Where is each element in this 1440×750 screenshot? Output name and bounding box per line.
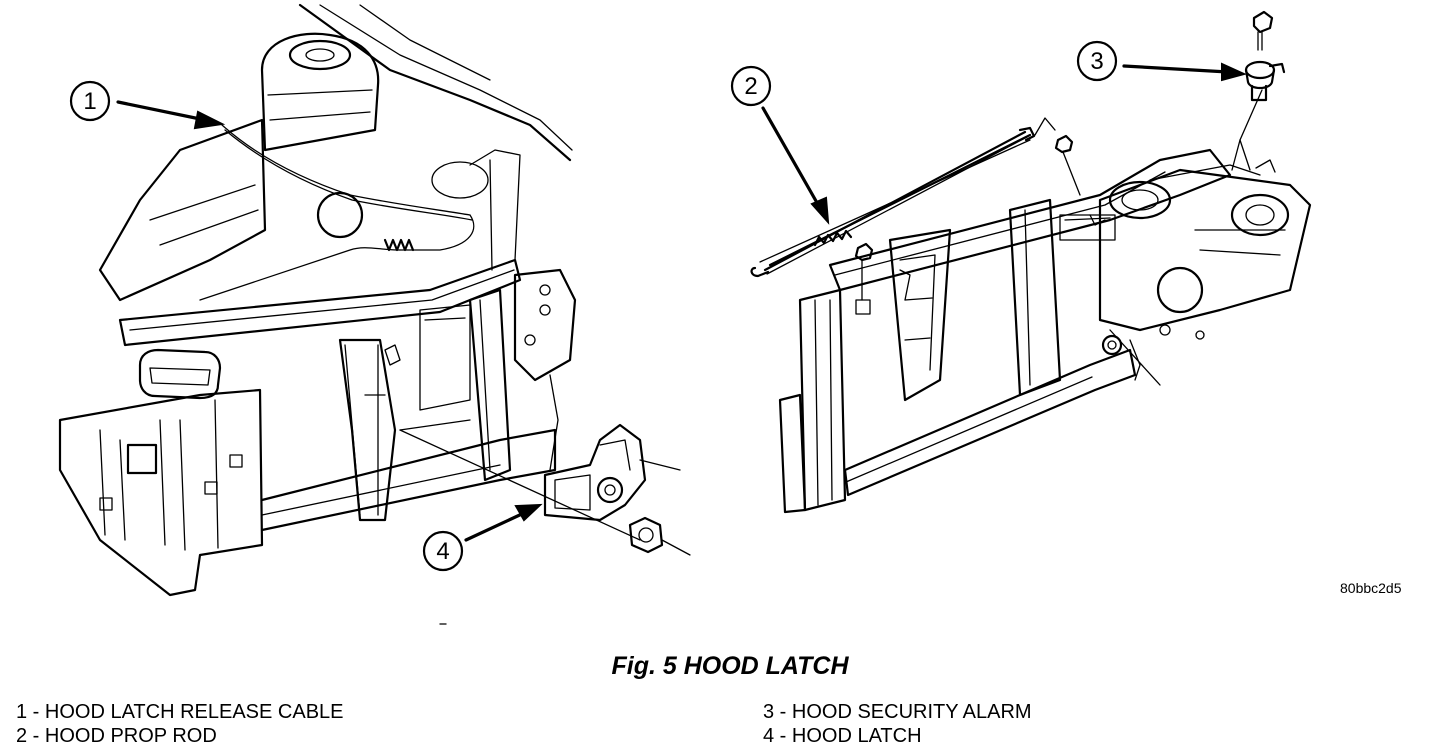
left-radiator-support-assembly [58,3,641,597]
hood-latch-diagram: 1 2 3 4 [58,3,1312,625]
callout-1: 1 [69,80,226,130]
callout-3: 3 [1076,40,1247,82]
hood-latch-part [543,423,691,556]
callout-3-number: 3 [1090,48,1103,75]
callout-2: 2 [730,65,830,225]
legend-item-3: 3 - HOOD SECURITY ALARM [763,701,1032,723]
legend-item-2: 2 - HOOD PROP ROD [16,725,217,747]
hood-security-alarm-part [1244,10,1286,102]
right-radiator-support-assembly [750,89,1312,514]
reference-code: 80bbc2d5 [1340,580,1402,596]
figure-caption: Fig. 5 HOOD LATCH [611,652,849,680]
callout-2-number: 2 [744,73,757,100]
callout-4: 4 [422,503,543,572]
callout-1-number: 1 [83,88,96,115]
callout-4-number: 4 [436,538,449,565]
legend-item-1: 1 - HOOD LATCH RELEASE CABLE [16,701,344,723]
legend-item-4: 4 - HOOD LATCH [763,725,922,747]
